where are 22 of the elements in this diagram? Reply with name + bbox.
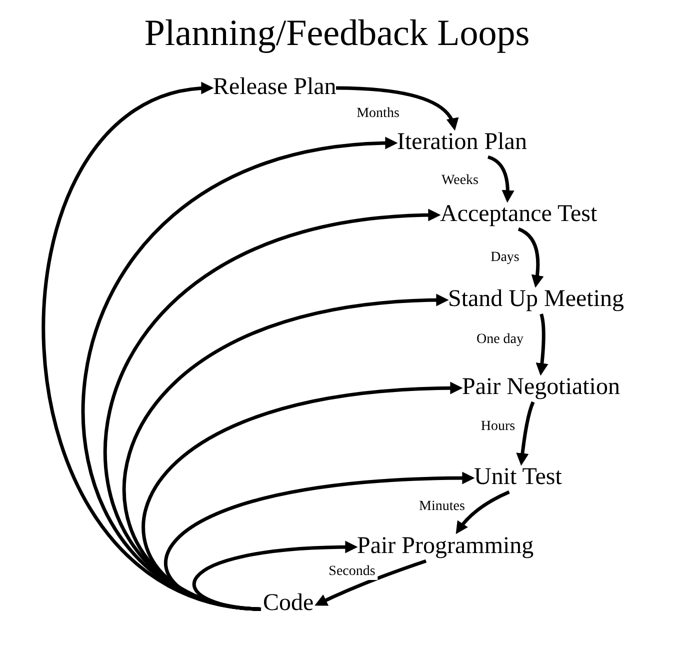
arrow [516, 401, 535, 466]
stage-label: Code [263, 590, 314, 618]
diagram-title: Planning/Feedback Loops [143, 12, 531, 55]
arrow [192, 540, 358, 611]
stage-label: Iteration Plan [397, 129, 527, 157]
stage-label: Stand Up Meeting [448, 286, 624, 314]
arrow [314, 559, 427, 606]
arrow [536, 314, 548, 376]
arrow [518, 227, 544, 288]
arrow [456, 490, 510, 534]
arrow [336, 86, 458, 131]
stage-label: Acceptance Test [440, 201, 598, 229]
stage-label: Unit Test [474, 464, 562, 492]
arrow [164, 472, 475, 611]
edge-label: Days [488, 250, 522, 266]
stage-label: Pair Programming [357, 533, 534, 561]
edge-label: One day [474, 332, 526, 348]
arrow [142, 382, 463, 611]
stage-label: Pair Negotiation [462, 374, 620, 402]
stage-label: Release Plan [213, 74, 336, 102]
edge-label: Seconds [326, 564, 378, 580]
arrow [487, 155, 514, 203]
